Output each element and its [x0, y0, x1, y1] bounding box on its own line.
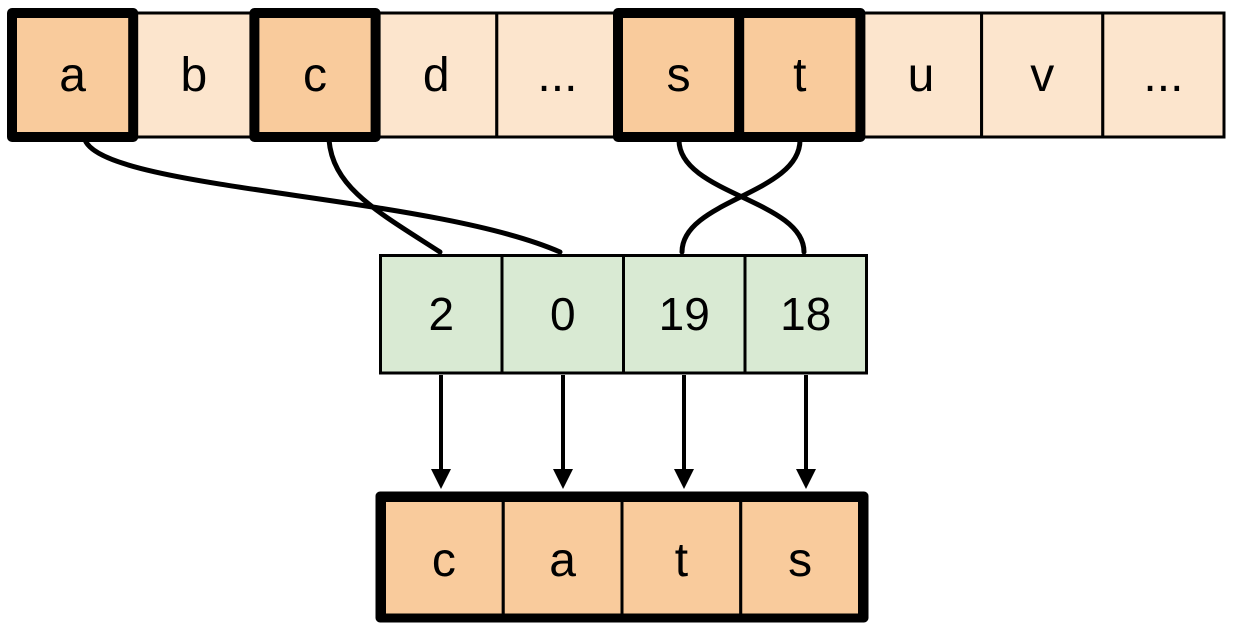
alphabet-cell-v-box [980, 11, 1105, 139]
output-row-outline [375, 491, 869, 623]
output-cell-t: t [620, 499, 743, 620]
index-cell-2: 2 [379, 254, 504, 375]
output-row: c a t s [375, 491, 869, 623]
arrow-2-head-icon [553, 469, 573, 489]
alphabet-cell-v-label: v [1030, 49, 1054, 102]
mapping-curves [82, 137, 807, 255]
alphabet-cell-ellipsis-1-box [495, 11, 620, 139]
index-cell-19-value: 19 [659, 288, 710, 340]
arrow-4 [796, 375, 816, 489]
alphabet-cell-t-label: t [793, 49, 806, 102]
arrow-4-head-icon [796, 469, 816, 489]
arrow-3-head-icon [674, 469, 694, 489]
alphabet-cell-u-label: u [908, 49, 935, 102]
index-cell-2-value: 2 [428, 288, 454, 340]
index-cell-0-value: 0 [550, 288, 576, 340]
output-cell-t-box [620, 499, 743, 620]
alphabet-cell-c-box [249, 8, 381, 142]
alphabet-cell-c-label: c [303, 49, 327, 102]
alphabet-cell-c-highlighted: c [249, 8, 381, 142]
index-cell-19: 19 [622, 254, 747, 375]
index-cell-2-box [379, 254, 504, 375]
alphabet-cell-a-box [7, 8, 139, 142]
mapping-curve-t-to-19 [679, 137, 803, 255]
index-cell-18-value: 18 [780, 288, 831, 340]
alphabet-cell-s-box [613, 8, 745, 142]
mapping-curve-a-to-0 [82, 137, 563, 255]
output-cell-a-box [501, 499, 624, 620]
output-cell-a: a [501, 499, 624, 620]
arrow-3 [674, 375, 694, 489]
output-cell-s-box [739, 499, 861, 620]
arrow-2 [553, 375, 573, 489]
alphabet-cell-ellipsis-2-box [1101, 11, 1226, 139]
index-cell-19-box [622, 254, 747, 375]
alphabet-row: b d ... u v ... a c [7, 8, 1226, 142]
alphabet-cell-ellipsis-2-label: ... [1143, 49, 1183, 102]
index-cell-0: 0 [500, 254, 625, 375]
index-row: 2 0 19 18 [379, 254, 868, 375]
index-cell-18: 18 [743, 254, 868, 375]
output-cell-c: c [383, 499, 505, 620]
output-cell-t-label: t [675, 534, 688, 587]
alphabet-cell-b-label: b [180, 49, 207, 102]
output-arrows [431, 375, 816, 489]
output-cell-c-label: c [432, 534, 456, 587]
index-cell-18-box [743, 254, 868, 375]
alphabet-cell-ellipsis-1-label: ... [537, 49, 577, 102]
alphabet-cell-t-box [734, 8, 866, 142]
output-cell-s-label: s [788, 534, 812, 587]
alphabet-cell-d: d [374, 11, 499, 139]
alphabet-cell-s-highlighted: s [613, 8, 745, 142]
mapping-curve-c-to-2 [326, 137, 443, 255]
output-cell-s: s [739, 499, 861, 620]
alphabet-cell-a-label: a [59, 49, 86, 102]
arrow-1 [431, 375, 451, 489]
alphabet-cell-t-highlighted: t [734, 8, 866, 142]
alphabet-cell-ellipsis-1: ... [495, 11, 620, 139]
alphabet-cell-a-highlighted: a [7, 8, 139, 142]
alphabet-cell-d-box [374, 11, 499, 139]
alphabet-cell-b: b [131, 11, 256, 139]
alphabet-cell-d-label: d [423, 49, 450, 102]
alphabet-cell-s-label: s [667, 49, 691, 102]
alphabet-cell-u: u [858, 11, 984, 139]
alphabet-cell-ellipsis-2: ... [1101, 11, 1226, 139]
arrow-1-head-icon [431, 469, 451, 489]
output-cell-a-label: a [549, 534, 576, 587]
alphabet-cell-v: v [980, 11, 1105, 139]
